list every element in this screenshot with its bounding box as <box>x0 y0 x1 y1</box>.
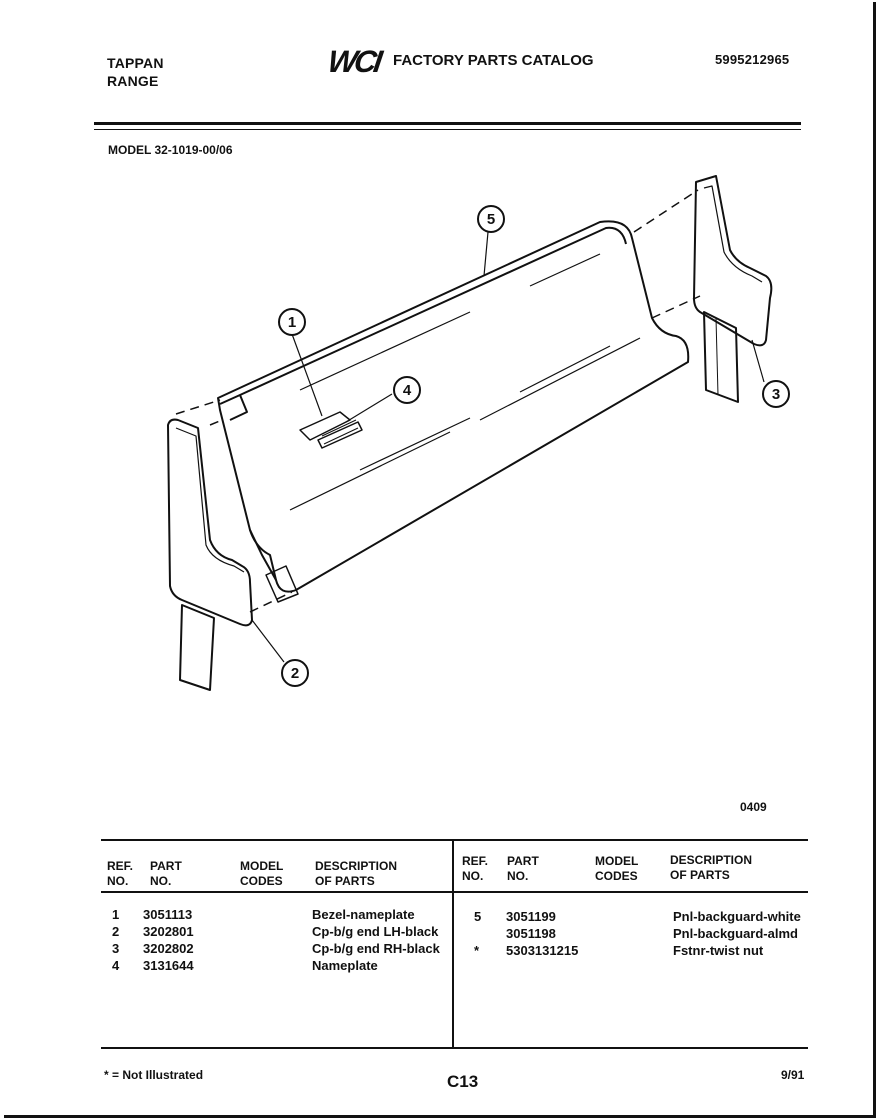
table-divider <box>452 841 454 1047</box>
callout-2: 2 <box>291 665 299 682</box>
callout-3: 3 <box>772 386 780 403</box>
table-row: 5 <box>474 909 482 924</box>
lh-end-leg <box>179 604 215 691</box>
table-bottom-rule <box>101 1047 808 1049</box>
table-row <box>474 925 481 942</box>
callout-4-circle <box>393 376 421 404</box>
table-row: 3131644 <box>143 958 194 973</box>
table-row: Cp-b/g end RH-black <box>312 941 440 956</box>
callout-5: 5 <box>487 211 495 228</box>
right-part-column: 3051199 3051198 5303131215 <box>506 908 578 959</box>
table-row: 3051199 <box>506 909 556 924</box>
nameplate <box>317 421 363 449</box>
table-row: 1 <box>112 907 120 922</box>
table-row: 3202801 <box>143 924 194 939</box>
not-illustrated-note: * = Not Illustrated <box>104 1068 204 1082</box>
left-header-ref: REF.NO. <box>107 859 134 888</box>
table-row: Fstnr-twist nut <box>673 943 764 958</box>
brand-name: TAPPAN <box>107 55 164 71</box>
left-desc-column: Bezel-nameplate Cp-b/g end LH-black Cp-b… <box>312 906 440 974</box>
header-rule <box>94 122 801 125</box>
callout-2-circle <box>281 659 309 687</box>
left-ref-column: 1 2 3 4 <box>112 906 119 974</box>
rh-end-leg <box>703 311 739 403</box>
table-row: * <box>474 943 480 958</box>
page-frame <box>4 2 876 1118</box>
figure-code: 0409 <box>740 800 767 814</box>
right-header-ref: REF.NO. <box>462 854 489 883</box>
page-number: C13 <box>447 1072 479 1091</box>
callout-3-circle <box>762 380 790 408</box>
table-row: 4 <box>112 958 120 973</box>
callout-1-circle <box>278 308 306 336</box>
table-row: Cp-b/g end LH-black <box>312 924 439 939</box>
lh-end-cap <box>167 418 253 627</box>
header-rule-thin <box>94 129 801 130</box>
right-desc-column: Pnl-backguard-white Pnl-backguard-almd F… <box>673 908 801 959</box>
catalog-title: FACTORY PARTS CATALOG <box>393 52 594 69</box>
callout-5-circle <box>477 205 505 233</box>
table-row: 3 <box>112 941 120 956</box>
catalog-number: 5995212965 <box>715 52 790 67</box>
table-row: 3202802 <box>143 941 194 956</box>
table-row: Nameplate <box>312 958 378 973</box>
table-top-rule <box>101 839 808 841</box>
brand-block: TAPPAN RANGE <box>107 54 164 90</box>
table-row: Bezel-nameplate <box>312 907 415 922</box>
table-row: Pnl-backguard-white <box>673 909 801 924</box>
product-type: RANGE <box>107 73 159 89</box>
callout-1: 1 <box>288 314 296 331</box>
exploded-parts-diagram: 1 2 3 4 5 <box>167 175 790 691</box>
table-row: 5303131215 <box>506 943 579 958</box>
table-header-rule <box>101 891 808 893</box>
table-row: Pnl-backguard-almd <box>673 926 798 941</box>
right-ref-column: 5 * <box>474 908 481 959</box>
callout-4: 4 <box>403 382 412 399</box>
revision-date: 9/91 <box>781 1068 805 1082</box>
backguard-panel <box>217 220 690 593</box>
table-row: 3051198 <box>506 926 556 941</box>
left-part-column: 3051113 3202801 3202802 3131644 <box>143 906 194 974</box>
table-row: 2 <box>112 924 120 939</box>
model-number: MODEL 32-1019-00/06 <box>108 143 233 157</box>
table-row: 3051113 <box>143 907 193 922</box>
rh-end-cap <box>693 175 773 347</box>
